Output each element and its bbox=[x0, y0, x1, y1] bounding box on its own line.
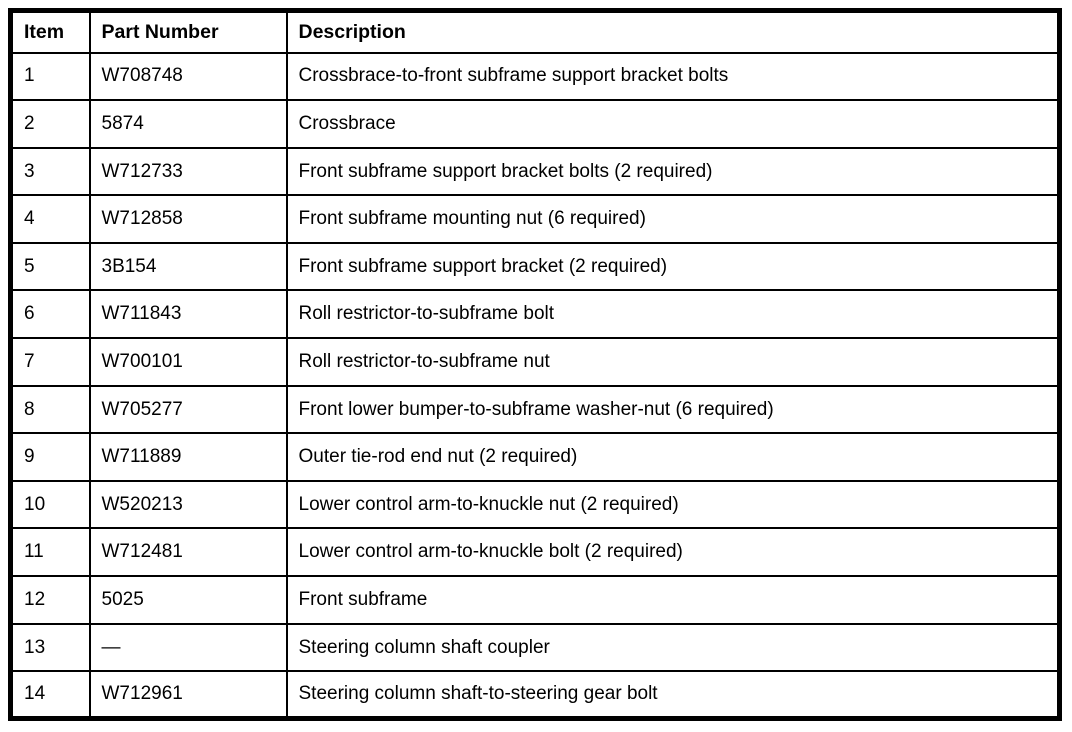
table-row: 12 5025 Front subframe bbox=[9, 575, 1061, 625]
item-cell: 12 bbox=[9, 575, 91, 625]
description-cell: Front subframe mounting nut (6 required) bbox=[285, 194, 1061, 244]
description-cell: Steering column shaft coupler bbox=[285, 622, 1061, 673]
description-cell: Front subframe support bracket bolts (2 … bbox=[285, 146, 1061, 197]
item-cell: 14 bbox=[9, 670, 91, 720]
description-cell: Crossbrace-to-front subframe support bra… bbox=[285, 51, 1061, 102]
table-row: 2 5874 Crossbrace bbox=[9, 99, 1061, 149]
part-number-cell: W700101 bbox=[88, 337, 288, 387]
table-row: 10 W520213 Lower control arm-to-knuckle … bbox=[9, 479, 1061, 530]
table-row: 4 W712858 Front subframe mounting nut (6… bbox=[9, 194, 1061, 244]
part-number-cell: W712481 bbox=[88, 527, 288, 578]
part-number-cell: W711889 bbox=[88, 432, 288, 482]
column-header-description: Description bbox=[285, 9, 1061, 54]
part-number-cell: W520213 bbox=[88, 479, 288, 530]
table-row: 6 W711843 Roll restrictor-to-subframe bo… bbox=[9, 289, 1061, 340]
part-number-cell: 5874 bbox=[88, 99, 288, 149]
header-row: Item Part Number Description bbox=[9, 9, 1061, 54]
part-number-cell: 5025 bbox=[88, 575, 288, 625]
part-number-cell: W712961 bbox=[88, 670, 288, 720]
item-cell: 7 bbox=[9, 337, 91, 387]
item-cell: 11 bbox=[9, 527, 91, 578]
item-cell: 10 bbox=[9, 479, 91, 530]
item-cell: 5 bbox=[9, 241, 91, 292]
table-row: 1 W708748 Crossbrace-to-front subframe s… bbox=[9, 51, 1061, 102]
item-cell: 3 bbox=[9, 146, 91, 197]
part-number-cell: — bbox=[88, 622, 288, 673]
description-cell: Steering column shaft-to-steering gear b… bbox=[285, 670, 1061, 720]
table-row: 9 W711889 Outer tie-rod end nut (2 requi… bbox=[9, 432, 1061, 482]
table-row: 7 W700101 Roll restrictor-to-subframe nu… bbox=[9, 337, 1061, 387]
table-row: 11 W712481 Lower control arm-to-knuckle … bbox=[9, 527, 1061, 578]
table-row: 3 W712733 Front subframe support bracket… bbox=[9, 146, 1061, 197]
description-cell: Crossbrace bbox=[285, 99, 1061, 149]
description-cell: Roll restrictor-to-subframe nut bbox=[285, 337, 1061, 387]
column-header-part-number: Part Number bbox=[88, 9, 288, 54]
table-row: 5 3B154 Front subframe support bracket (… bbox=[9, 241, 1061, 292]
description-cell: Front subframe support bracket (2 requir… bbox=[285, 241, 1061, 292]
item-cell: 8 bbox=[9, 384, 91, 435]
item-cell: 13 bbox=[9, 622, 91, 673]
part-number-cell: W711843 bbox=[88, 289, 288, 340]
item-cell: 2 bbox=[9, 99, 91, 149]
part-number-cell: W712733 bbox=[88, 146, 288, 197]
part-number-cell: W708748 bbox=[88, 51, 288, 102]
description-cell: Outer tie-rod end nut (2 required) bbox=[285, 432, 1061, 482]
item-cell: 1 bbox=[9, 51, 91, 102]
description-cell: Roll restrictor-to-subframe bolt bbox=[285, 289, 1061, 340]
item-cell: 4 bbox=[9, 194, 91, 244]
column-header-item: Item bbox=[9, 9, 91, 54]
description-cell: Lower control arm-to-knuckle bolt (2 req… bbox=[285, 527, 1061, 578]
table-row: 13 — Steering column shaft coupler bbox=[9, 622, 1061, 673]
description-cell: Front subframe bbox=[285, 575, 1061, 625]
part-number-cell: W712858 bbox=[88, 194, 288, 244]
parts-table: Item Part Number Description 1 W708748 C… bbox=[8, 8, 1062, 722]
table-row: 8 W705277 Front lower bumper-to-subframe… bbox=[9, 384, 1061, 435]
part-number-cell: 3B154 bbox=[88, 241, 288, 292]
description-cell: Front lower bumper-to-subframe washer-nu… bbox=[285, 384, 1061, 435]
part-number-cell: W705277 bbox=[88, 384, 288, 435]
description-cell: Lower control arm-to-knuckle nut (2 requ… bbox=[285, 479, 1061, 530]
table-row: 14 W712961 Steering column shaft-to-stee… bbox=[9, 670, 1061, 720]
item-cell: 9 bbox=[9, 432, 91, 482]
item-cell: 6 bbox=[9, 289, 91, 340]
